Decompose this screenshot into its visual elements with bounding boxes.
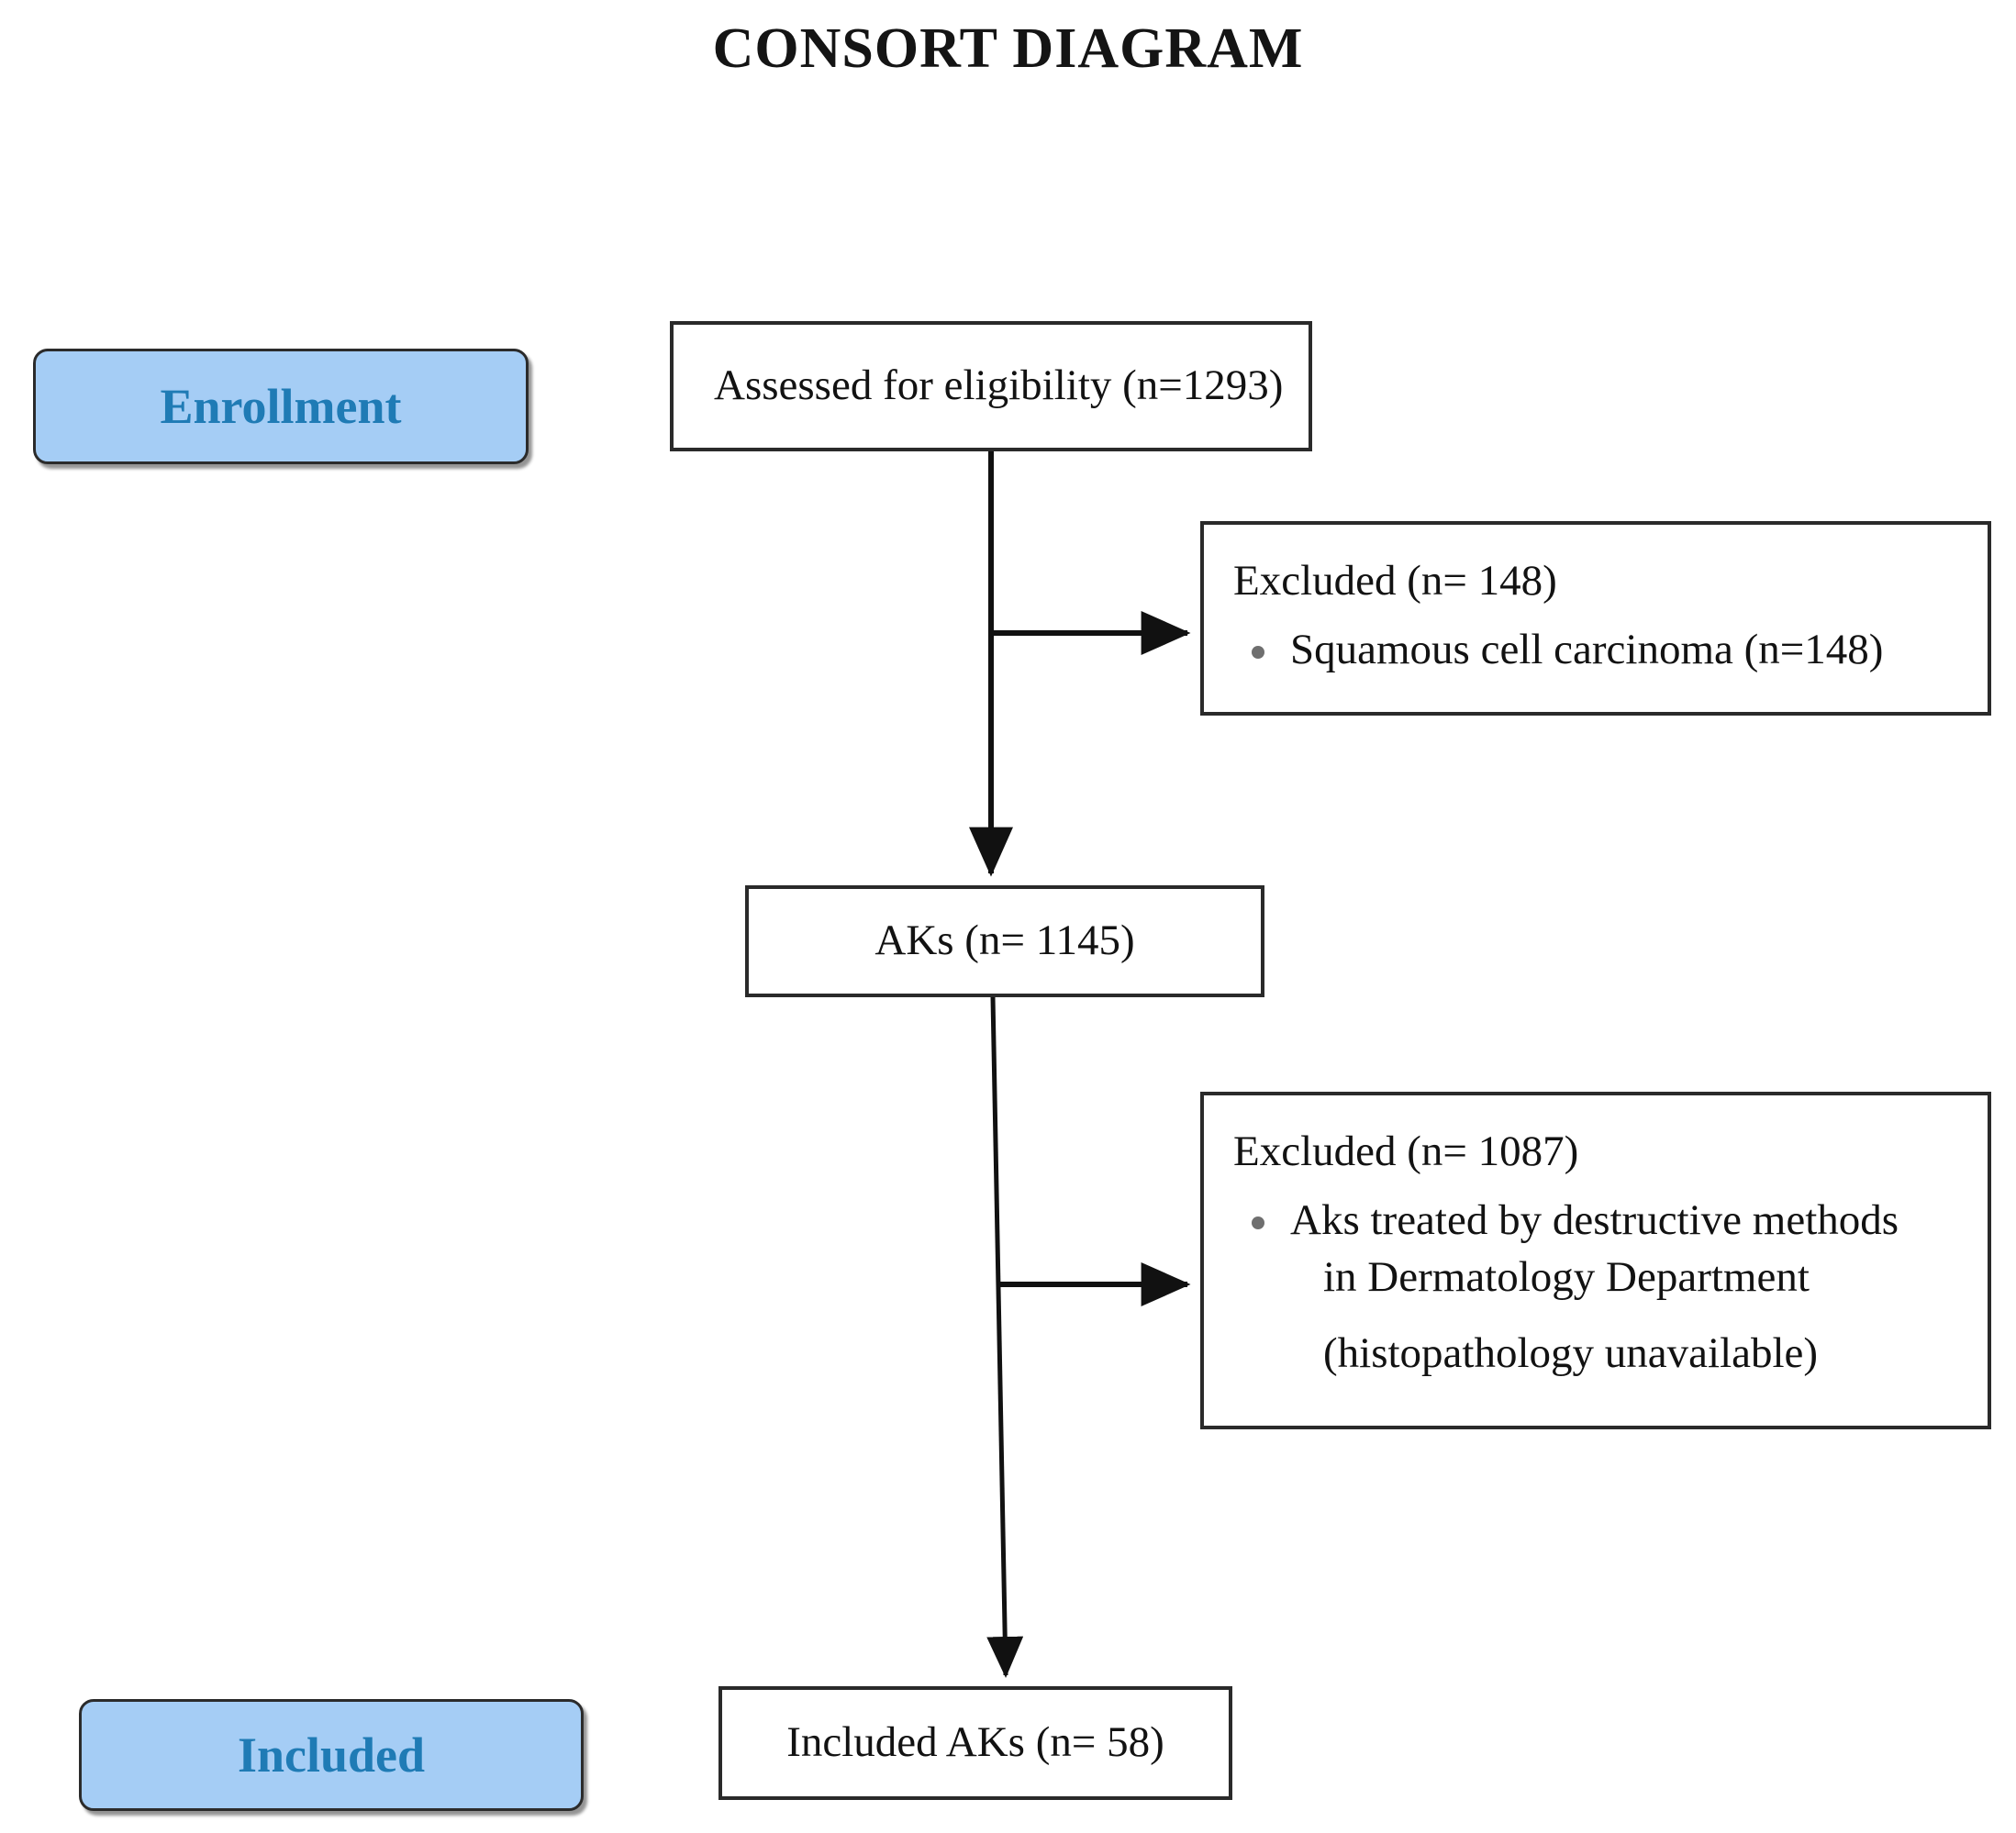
node-included-aks-label: Included AKs (n= 58) [786,1718,1164,1767]
bullet-icon [1252,645,1264,659]
stage-badge-included-label: Included [237,1727,426,1783]
excluded-2-reason-line-2: in Dermatology Department [1323,1253,1810,1302]
excluded-1-reason-line-1: Squamous cell carcinoma (n=148) [1290,626,1884,674]
node-excluded-1: Excluded (n= 148) Squamous cell carcinom… [1200,521,1991,716]
list-item: Aks treated by destructive methods in De… [1233,1192,1964,1381]
node-included-aks: Included AKs (n= 58) [718,1686,1232,1800]
excluded-2-reason-list: Aks treated by destructive methods in De… [1233,1192,1964,1381]
node-excluded-2: Excluded (n= 1087) Aks treated by destru… [1200,1092,1991,1429]
node-aks: AKs (n= 1145) [745,885,1264,997]
stage-badge-enrollment-label: Enrollment [160,379,402,434]
stage-badge-included[interactable]: Included [79,1699,584,1811]
excluded-2-reason-line-1: Aks treated by destructive methods [1290,1196,1899,1245]
node-aks-label: AKs (n= 1145) [874,916,1135,965]
excluded-1-reason-list: Squamous cell carcinoma (n=148) [1233,621,1964,678]
bullet-icon [1252,1216,1264,1229]
node-assessed-for-eligibility: Assessed for eligibility (n=1293) [670,321,1312,451]
stage-badge-enrollment[interactable]: Enrollment [33,349,529,464]
excluded-2-heading: Excluded (n= 1087) [1233,1128,1579,1175]
page-title: CONSORT DIAGRAM [712,17,1304,80]
list-item: Squamous cell carcinoma (n=148) [1233,621,1964,678]
excluded-1-heading: Excluded (n= 148) [1233,557,1557,605]
excluded-2-reason-line-3: (histopathology unavailable) [1323,1328,1819,1377]
node-assessed-label: Assessed for eligibility (n=1293) [714,361,1284,410]
arrow-aks-to-included [986,996,1024,1678]
